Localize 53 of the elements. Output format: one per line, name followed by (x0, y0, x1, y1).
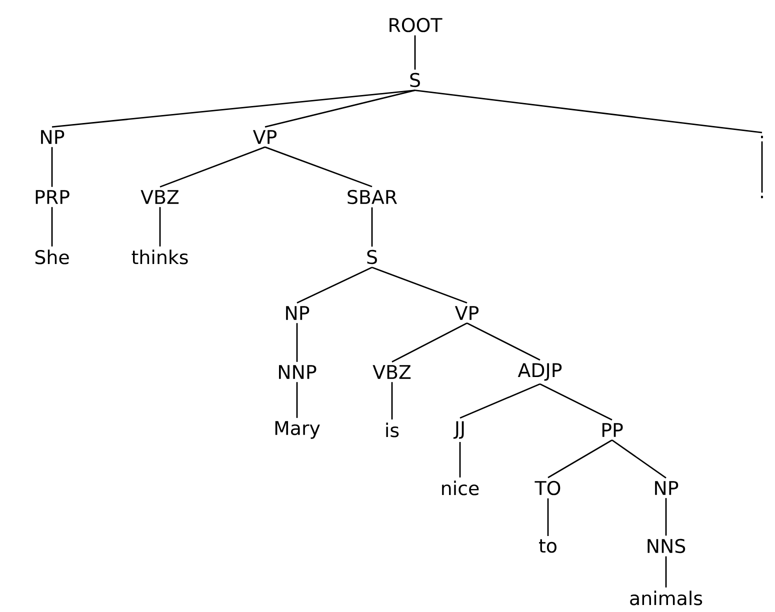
tree-label: to (539, 539, 556, 553)
tree-label: JJ (453, 421, 464, 439)
tree-branch (665, 498, 667, 536)
tree-branch (466, 322, 540, 361)
tree-label: . (761, 196, 763, 198)
tree-branch (371, 207, 373, 247)
tree-branch (51, 147, 53, 187)
tree-branch (159, 207, 161, 246)
tree-label: NNP (279, 365, 316, 379)
tree-branch (372, 266, 468, 304)
tree-label: TO (534, 480, 560, 496)
tree-label: SBAR (348, 190, 398, 204)
tree-branch (264, 90, 416, 128)
tree-label: thinks (132, 250, 188, 264)
tree-label: VBZ (140, 190, 179, 204)
tree-label: ROOT (390, 18, 442, 32)
tree-branch (296, 382, 298, 418)
tree-branch (547, 498, 549, 536)
tree-branch (761, 141, 763, 193)
tree-label: Mary (275, 421, 320, 439)
tree-label: NP (41, 130, 64, 144)
tree-branch (612, 440, 666, 478)
tree-label: ADJP (518, 363, 562, 381)
tree-label: animals (630, 590, 702, 606)
tree-branch (459, 442, 461, 478)
tree-branch (264, 146, 372, 188)
tree-label: S (410, 72, 420, 88)
tree-branch (548, 439, 612, 478)
tree-label: NP (286, 306, 310, 320)
tree-label: PRP (36, 190, 70, 204)
tree-label: She (35, 250, 69, 264)
tree-branch (296, 323, 298, 362)
tree-label: VP (454, 306, 479, 320)
tree-label: S (367, 250, 377, 264)
tree-label: VP (252, 130, 277, 144)
tree-branch (296, 266, 372, 304)
tree-label: nice (442, 480, 479, 496)
tree-label: NNS (648, 538, 686, 554)
tree-label: VBZ (372, 365, 411, 379)
tree-label: NP (655, 481, 678, 495)
tree-branch (414, 35, 416, 70)
tree-branch (665, 556, 667, 588)
tree-branch (391, 382, 393, 420)
tree-label: is (386, 422, 399, 438)
tree-label: PP (602, 423, 623, 437)
tree-label: . (761, 136, 763, 138)
tree-branch (414, 90, 762, 134)
tree-branch (392, 322, 468, 362)
tree-branch (460, 383, 540, 419)
tree-branch (51, 207, 53, 246)
tree-branch (160, 146, 266, 188)
tree-branch (540, 383, 612, 421)
tree-branch (52, 90, 416, 128)
